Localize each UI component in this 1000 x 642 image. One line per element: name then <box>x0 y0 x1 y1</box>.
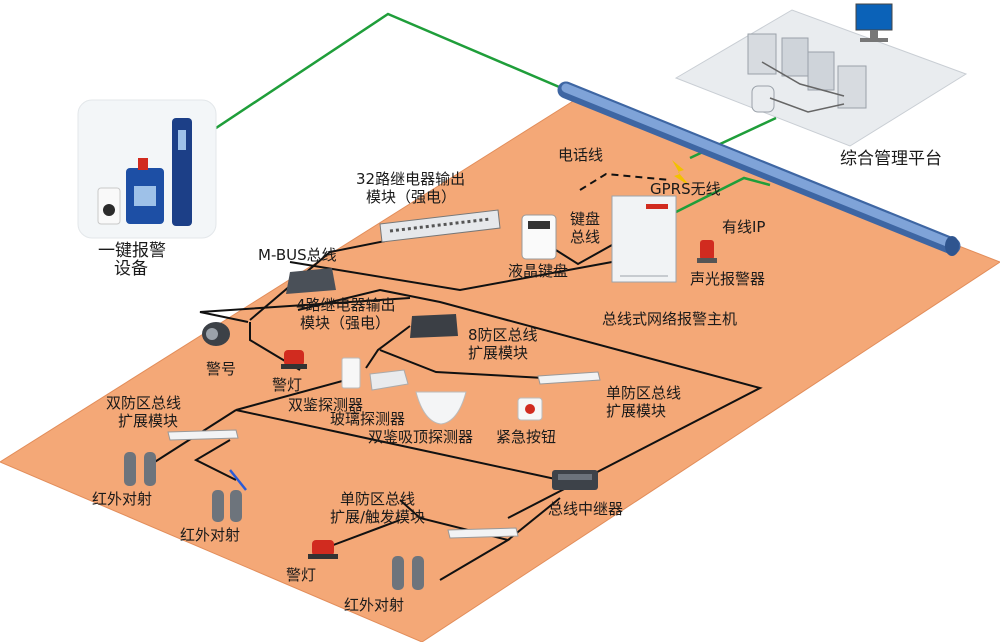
trigger-line1: 单防区总线 <box>340 490 416 508</box>
strobe-icon <box>281 350 307 369</box>
keypad-bus-line2: 总线 <box>570 228 601 246</box>
ir-beam-a-label: 红外对射 <box>92 490 153 508</box>
mgmt-platform-label: 综合管理平台 <box>840 149 942 169</box>
relay32-line2: 模块（强电） <box>366 188 457 206</box>
ir-beam-b-label: 红外对射 <box>180 526 241 544</box>
zone8-line2: 扩展模块 <box>468 344 529 362</box>
glass-detector-label: 玻璃探测器 <box>330 410 406 428</box>
monitor-icon <box>855 3 893 42</box>
relay4-line1: 4路继电器输出 <box>296 296 396 314</box>
phone-line-label: 电话线 <box>558 146 604 164</box>
dual-detector-icon <box>341 357 361 389</box>
blue-ir-link <box>229 469 247 491</box>
backbone-cable <box>557 81 961 256</box>
keypad-bus-line1: 键盘 <box>570 210 601 228</box>
gprs-label: GPRS无线 <box>650 180 721 198</box>
ir-beam-c-label: 红外对射 <box>344 596 405 614</box>
ceiling-detector-icon <box>415 391 467 425</box>
bus-host-label: 总线式网络报警主机 <box>602 310 738 328</box>
dual-zone-line2: 扩展模块 <box>118 412 179 430</box>
trigger-module-icon <box>447 527 519 539</box>
lcd-keypad-icon <box>521 214 557 260</box>
ir-beam-c-icon <box>392 556 424 590</box>
zone8-module-icon <box>410 314 458 338</box>
strobe-label: 警灯 <box>272 376 303 394</box>
trigger-line2: 扩展/触发模块 <box>330 508 426 526</box>
repeater-label: 总线中继器 <box>548 500 624 518</box>
mbus-device-icon <box>286 268 336 294</box>
dual-zone-label: 双防区总线 扩展模块 <box>106 394 181 430</box>
glass-detector-icon <box>369 369 409 391</box>
panic-button-label: 紧急按钮 <box>496 428 557 446</box>
relay4-label: 4路继电器输出 模块（强电） <box>296 296 396 332</box>
sound-light-alarm-label: 声光报警器 <box>690 270 766 288</box>
siren-label: 警号 <box>206 360 237 378</box>
phone-line-path <box>579 172 671 191</box>
one-key-alarm-line2: 设备 <box>114 259 148 279</box>
one-key-alarm-card <box>77 99 217 239</box>
one-key-alarm-line1: 一键报警 <box>98 241 166 261</box>
mbus-label: M-BUS总线 <box>258 246 337 264</box>
zone8-label: 8防区总线 扩展模块 <box>468 326 538 362</box>
floor-plane <box>0 97 1000 642</box>
dual-zone-line1: 双防区总线 <box>106 394 182 412</box>
trigger-module-label: 单防区总线 扩展/触发模块 <box>330 490 425 526</box>
strobe-b-label: 警灯 <box>286 566 317 584</box>
one-key-alarm-label: 一键报警 设备 <box>98 242 166 278</box>
panic-button-icon <box>517 397 543 421</box>
strobe-b-icon <box>308 540 338 559</box>
ir-beam-b-icon <box>212 490 242 522</box>
ip-link <box>675 176 771 214</box>
alarm-device-link <box>209 12 586 134</box>
single-zone-label: 单防区总线 扩展模块 <box>606 384 681 420</box>
wired-ip-label: 有线IP <box>722 218 766 236</box>
alarm-host-icon <box>611 195 677 283</box>
relay4-line2: 模块（强电） <box>300 314 391 332</box>
single-zone-line2: 扩展模块 <box>606 402 667 420</box>
relay32-module-icon <box>379 209 501 243</box>
relay32-line1: 32路继电器输出 <box>356 170 466 188</box>
repeater-icon <box>552 470 598 490</box>
single-zone-module-icon <box>537 371 601 385</box>
lightning-icon <box>672 160 690 186</box>
dual-ceiling-label: 双鉴吸顶探测器 <box>368 428 474 446</box>
zone8-line1: 8防区总线 <box>468 326 538 344</box>
dual-detector-label: 双鉴探测器 <box>288 396 364 414</box>
relay32-label: 32路继电器输出 模块（强电） <box>356 170 465 206</box>
single-zone-line1: 单防区总线 <box>606 384 682 402</box>
lcd-keypad-label: 液晶键盘 <box>508 262 569 280</box>
dual-zone-module-icon <box>167 429 239 441</box>
ir-beam-a-icon <box>124 452 156 486</box>
sound-light-alarm-icon <box>697 240 717 263</box>
server-rack-icon <box>747 33 867 113</box>
bus-lines <box>149 235 763 581</box>
keypad-bus-label: 键盘 总线 <box>570 210 600 246</box>
siren-icon <box>202 322 230 346</box>
